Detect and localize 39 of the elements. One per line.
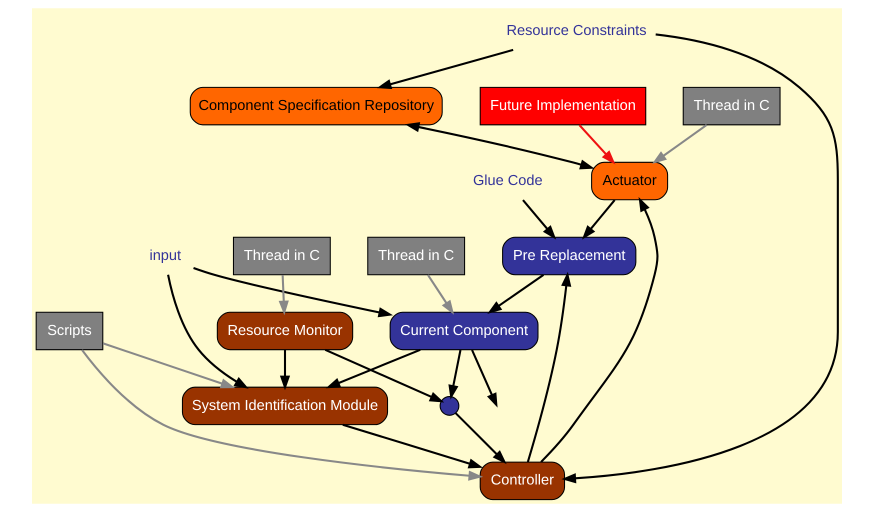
node-box: Actuator	[590, 162, 668, 200]
arrow	[522, 199, 556, 240]
arrow	[486, 274, 544, 314]
node-box: Pre Replacement	[502, 236, 636, 276]
node-box: Scripts	[35, 312, 103, 350]
node-box: Thread in C	[232, 236, 330, 276]
arrow	[578, 124, 615, 165]
arrow	[652, 124, 707, 164]
node-text: Glue Code	[472, 172, 542, 189]
arrow	[526, 272, 571, 462]
arrow	[279, 350, 290, 390]
arrow	[102, 342, 235, 388]
arrow	[80, 349, 483, 481]
node-circle	[439, 396, 459, 416]
arrow	[324, 348, 444, 403]
arrow	[448, 350, 461, 400]
arrow	[581, 199, 615, 240]
arrow	[192, 266, 392, 318]
arrow	[540, 196, 658, 463]
arrow	[376, 48, 513, 90]
node-box: Controller	[479, 462, 565, 500]
node-text: Resource Constraints	[506, 22, 646, 39]
node-box: Thread in C	[366, 236, 465, 276]
node-box: System Identification Module	[181, 386, 388, 426]
arrow	[470, 350, 498, 408]
arrow	[560, 33, 838, 484]
node-box: Resource Monitor	[216, 312, 353, 350]
node-box: Component Specification Repository	[189, 86, 442, 126]
arrow	[404, 122, 594, 170]
arrow	[278, 275, 288, 316]
node-box: Future Implementation	[479, 86, 646, 126]
arrow	[166, 274, 248, 389]
arrow	[342, 424, 483, 468]
arrow	[325, 348, 420, 388]
node-box: Current Component	[389, 312, 538, 350]
arrow	[426, 274, 454, 315]
arrow	[454, 412, 506, 464]
node-box: Thread in C	[682, 86, 780, 126]
node-text: input	[148, 248, 181, 264]
